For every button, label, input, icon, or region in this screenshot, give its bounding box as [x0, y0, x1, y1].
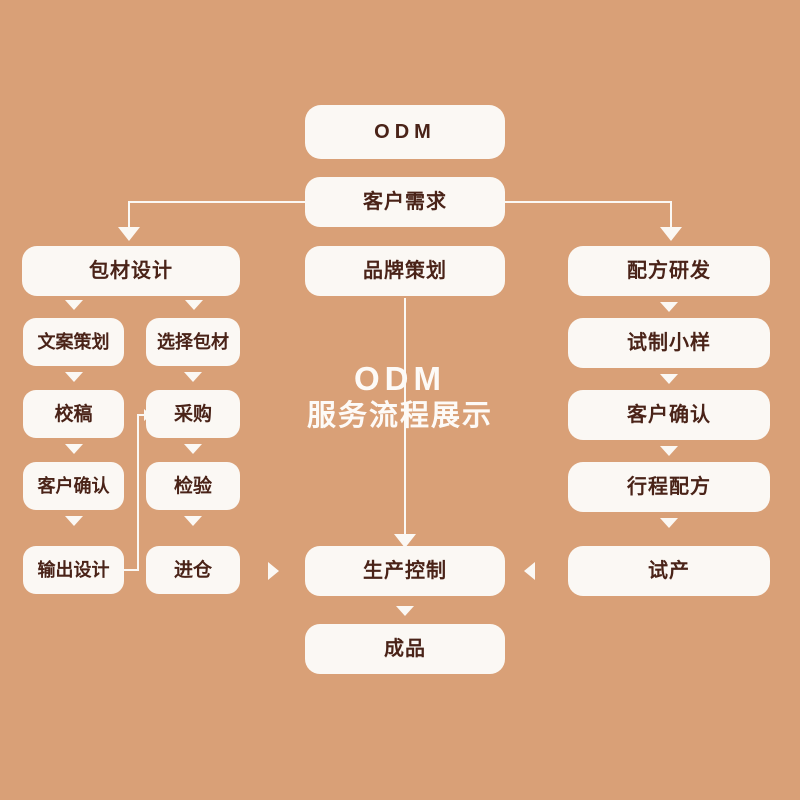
- node-proofread[interactable]: 校稿: [23, 390, 124, 438]
- node-production-control[interactable]: 生产控制: [305, 546, 505, 596]
- branch-arrow-right-head: [660, 227, 682, 241]
- arrow-trial-production-to-production-control: [524, 562, 535, 580]
- feedback-line-top: [137, 414, 145, 416]
- node-branch-brand-planning[interactable]: 品牌策划: [305, 246, 505, 296]
- node-output-design[interactable]: 输出设计: [23, 546, 124, 594]
- arrow-packaging-to-copywriting: [65, 300, 83, 310]
- feedback-arrow-head: [144, 409, 151, 421]
- arrow-packaging-to-select-material: [185, 300, 203, 310]
- node-inspection[interactable]: 检验: [146, 462, 240, 510]
- arrow-copywriting-to-proofread: [65, 372, 83, 382]
- node-branch-packaging-design[interactable]: 包材设计: [22, 246, 240, 296]
- arrow-customer-confirm-to-output-design: [65, 516, 83, 526]
- node-packaging-customer-confirm[interactable]: 客户确认: [23, 462, 124, 510]
- feedback-line-bottom: [124, 569, 139, 571]
- arrow-warehouse-to-production-control: [268, 562, 279, 580]
- node-odm[interactable]: ODM: [305, 105, 505, 159]
- branch-line-right-vertical: [670, 201, 672, 227]
- feedback-line-vertical: [137, 414, 139, 570]
- node-process-recipe[interactable]: 行程配方: [568, 462, 770, 512]
- node-branch-formula-rd[interactable]: 配方研发: [568, 246, 770, 296]
- branch-arrow-left-head: [118, 227, 140, 241]
- branch-line-left-horizontal: [128, 201, 306, 203]
- arrow-inspection-to-warehouse: [184, 516, 202, 526]
- center-arrow-to-production-control: [394, 534, 416, 548]
- node-copywriting-planning[interactable]: 文案策划: [23, 318, 124, 366]
- node-customer-demand[interactable]: 客户需求: [305, 177, 505, 227]
- center-line-brand-to-production: [404, 298, 406, 536]
- arrow-trial-sample-to-customer-confirm: [660, 374, 678, 384]
- node-trial-sample[interactable]: 试制小样: [568, 318, 770, 368]
- node-formula-customer-confirm[interactable]: 客户确认: [568, 390, 770, 440]
- branch-line-left-vertical: [128, 201, 130, 227]
- arrow-select-material-to-purchase: [184, 372, 202, 382]
- arrow-customer-confirm-to-process-recipe: [660, 446, 678, 456]
- arrow-production-control-to-finished: [396, 606, 414, 616]
- node-purchase[interactable]: 采购: [146, 390, 240, 438]
- arrow-purchase-to-inspection: [184, 444, 202, 454]
- node-warehouse-in[interactable]: 进仓: [146, 546, 240, 594]
- node-trial-production[interactable]: 试产: [568, 546, 770, 596]
- node-select-packaging-material[interactable]: 选择包材: [146, 318, 240, 366]
- arrow-formula-to-trial-sample: [660, 302, 678, 312]
- branch-line-right-horizontal: [504, 201, 672, 203]
- arrow-process-recipe-to-trial-production: [660, 518, 678, 528]
- node-finished-product[interactable]: 成品: [305, 624, 505, 674]
- arrow-proofread-to-customer-confirm: [65, 444, 83, 454]
